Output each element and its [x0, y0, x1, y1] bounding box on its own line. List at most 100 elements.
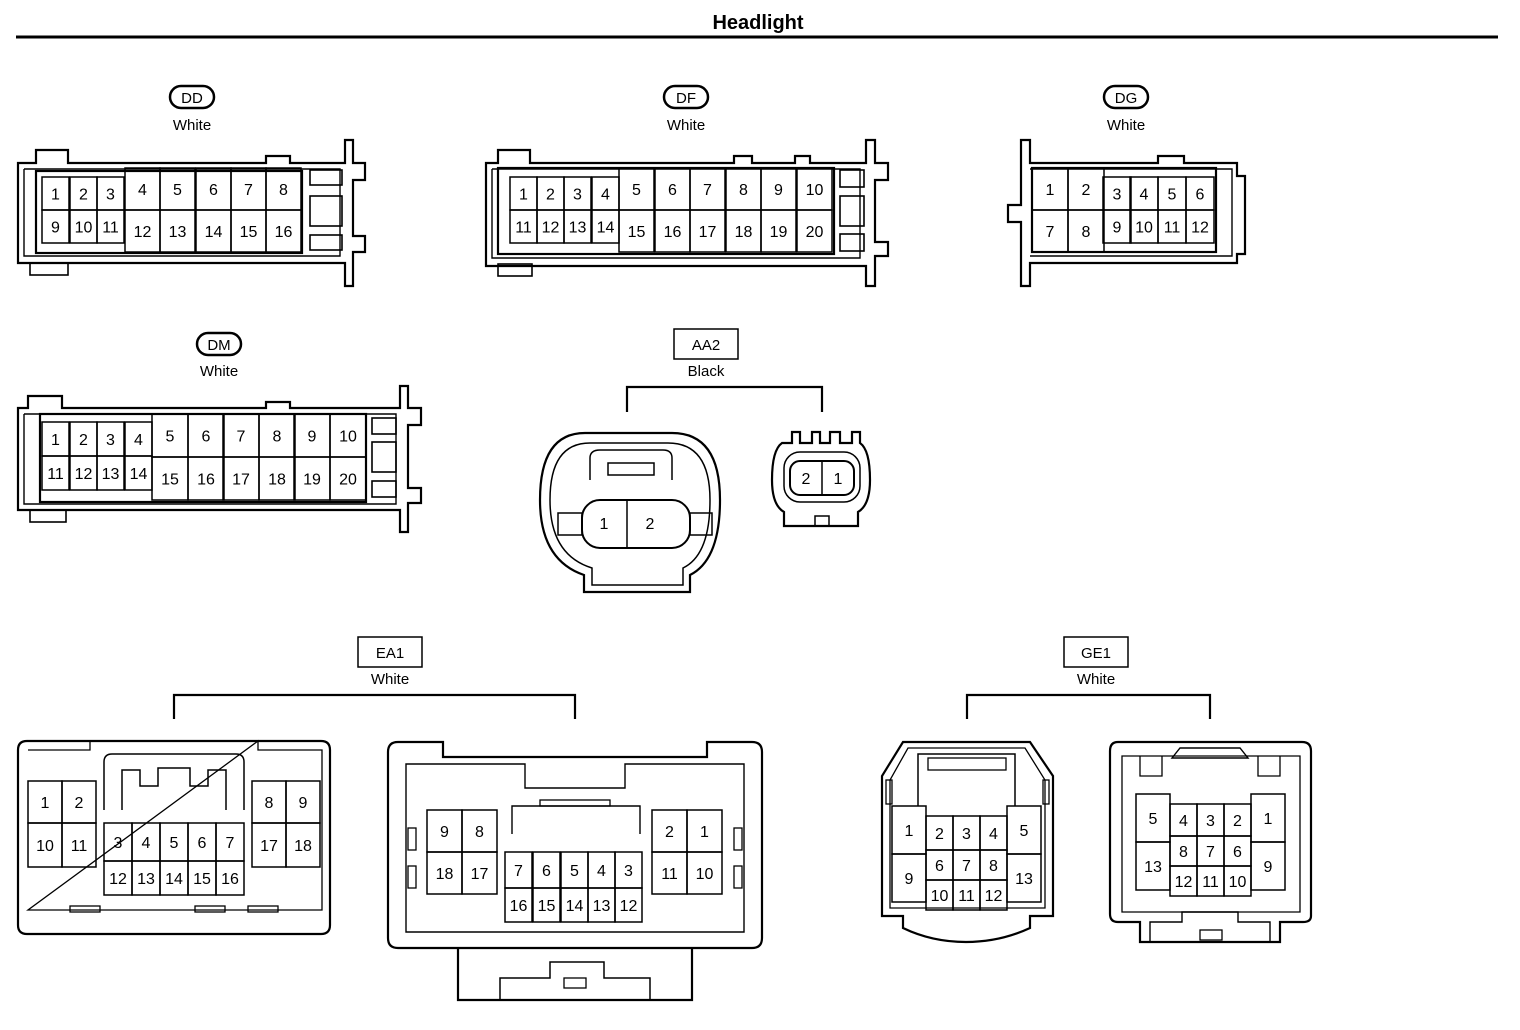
df-pin-15-cell: [618, 209, 655, 253]
dm-pin-13-cell: [96, 455, 125, 491]
connector-ge1-female-housing: [880, 740, 1055, 944]
dm-pin-11-cell: [41, 455, 70, 491]
ea1-female-pin-13: 13: [137, 871, 155, 888]
ea1-female-pin-12: 12: [109, 871, 127, 888]
dd-pin-16: 16: [275, 224, 293, 241]
connector-dd-housing: [16, 138, 367, 288]
dg-pin-11: 11: [1164, 220, 1181, 237]
ea1-female-pin-18: 18: [294, 838, 312, 855]
dm-pin-10: 10: [339, 429, 357, 446]
df-pin-1: 1: [519, 187, 528, 204]
aa2-female-pin-2: 2: [646, 516, 655, 533]
ea1-male-pin-4: 4: [597, 863, 606, 880]
dd-pin-9-cell: [41, 209, 70, 244]
ea1-male-pin-17-cell: [461, 851, 498, 895]
connector-ge1-bracket: [965, 693, 1212, 719]
dm-pin-5: 5: [166, 429, 175, 446]
dg-pin-3: 3: [1113, 187, 1122, 204]
ge1-male-pin-6: 6: [1233, 844, 1242, 861]
connector-dd-code: DD: [181, 90, 203, 107]
dm-pin-2: 2: [79, 432, 88, 449]
df-pin-10: 10: [806, 182, 824, 199]
dd-pin-13-cell: [159, 209, 196, 253]
connector-ea1-female-housing: [16, 739, 332, 936]
ge1-female-pin-12-cell: [979, 879, 1008, 911]
ge1-female-pin-10: 10: [931, 888, 949, 905]
df-pin-20-cell: [796, 209, 833, 253]
connector-aa2-female-housing: [538, 431, 722, 594]
connector-dg-code: DG: [1115, 90, 1138, 107]
dg-pin-1: 1: [1046, 182, 1055, 199]
dg-pin-12-cell: [1185, 209, 1215, 244]
ea1-female-pin-11-cell: [61, 822, 97, 868]
ge1-male-pin-10: 10: [1229, 874, 1247, 891]
ge1-female-pin-6: 6: [935, 858, 944, 875]
dm-pin-7: 7: [237, 429, 246, 446]
dg-pin-6: 6: [1196, 187, 1205, 204]
aa2-male-pin-1: 1: [834, 471, 843, 488]
dg-pin-2: 2: [1082, 182, 1091, 199]
ea1-male-pin-6: 6: [542, 863, 551, 880]
ea1-male-pin-17: 17: [471, 866, 489, 883]
ea1-female-pin-8: 8: [265, 795, 274, 812]
ea1-female-pin-14: 14: [165, 871, 183, 888]
ea1-female-pin-10: 10: [36, 838, 54, 855]
dd-pin-12: 12: [134, 224, 152, 241]
ea1-male-pin-14: 14: [566, 898, 584, 915]
aa2-female-pin-1: 1: [600, 516, 609, 533]
ea1-female-pin-3: 3: [114, 835, 123, 852]
ea1-female-pin-1: 1: [41, 795, 50, 812]
dd-pin-2: 2: [79, 187, 88, 204]
dm-pin-16-cell: [187, 456, 225, 501]
dg-pin-12: 12: [1191, 220, 1209, 237]
df-pin-18: 18: [735, 224, 753, 241]
dg-pin-10: 10: [1135, 220, 1153, 237]
ea1-female-pin-6: 6: [198, 835, 207, 852]
ge1-female-pin-1: 1: [905, 823, 914, 840]
ge1-female-pin-11: 11: [958, 888, 975, 905]
df-pin-19: 19: [770, 224, 788, 241]
ea1-female-pin-15: 15: [193, 871, 211, 888]
dd-pin-13: 13: [169, 224, 187, 241]
ea1-male-pin-8: 8: [475, 824, 484, 841]
df-pin-13: 13: [569, 220, 587, 237]
dm-pin-20-cell: [329, 456, 367, 501]
connector-dm-code: DM: [207, 337, 230, 354]
df-pin-15: 15: [628, 224, 646, 241]
ea1-female-pin-9: 9: [299, 795, 308, 812]
dd-pin-11-cell: [96, 209, 125, 244]
df-pin-14: 14: [597, 220, 615, 237]
ea1-male-pin-18: 18: [436, 866, 454, 883]
dd-pin-3: 3: [106, 187, 115, 204]
dd-pin-6: 6: [209, 182, 218, 199]
df-pin-17-cell: [689, 209, 726, 253]
connector-ea1-bracket: [172, 693, 577, 719]
dd-pin-9: 9: [51, 220, 60, 237]
connector-dg-color: White: [1107, 117, 1145, 134]
ge1-female-pin-7: 7: [962, 858, 971, 875]
dd-pin-16-cell: [265, 209, 302, 253]
dm-pin-9: 9: [308, 429, 317, 446]
ea1-male-pin-12: 12: [620, 898, 638, 915]
ea1-female-pin-16-cell: [215, 860, 245, 896]
df-pin-5: 5: [632, 182, 641, 199]
ea1-male-pin-9: 9: [440, 824, 449, 841]
dd-pin-1: 1: [51, 187, 60, 204]
ea1-male-pin-15-cell: [532, 887, 561, 923]
aa2-male-pin-2: 2: [802, 471, 811, 488]
ea1-male-pin-10-cell: [686, 851, 723, 895]
page-title: Headlight: [712, 12, 803, 34]
ea1-male-pin-16: 16: [510, 898, 528, 915]
connector-dg-code-badge: [1102, 84, 1150, 110]
ea1-female-pin-5: 5: [170, 835, 179, 852]
df-pin-11: 11: [515, 220, 532, 237]
dm-pin-1: 1: [51, 432, 60, 449]
